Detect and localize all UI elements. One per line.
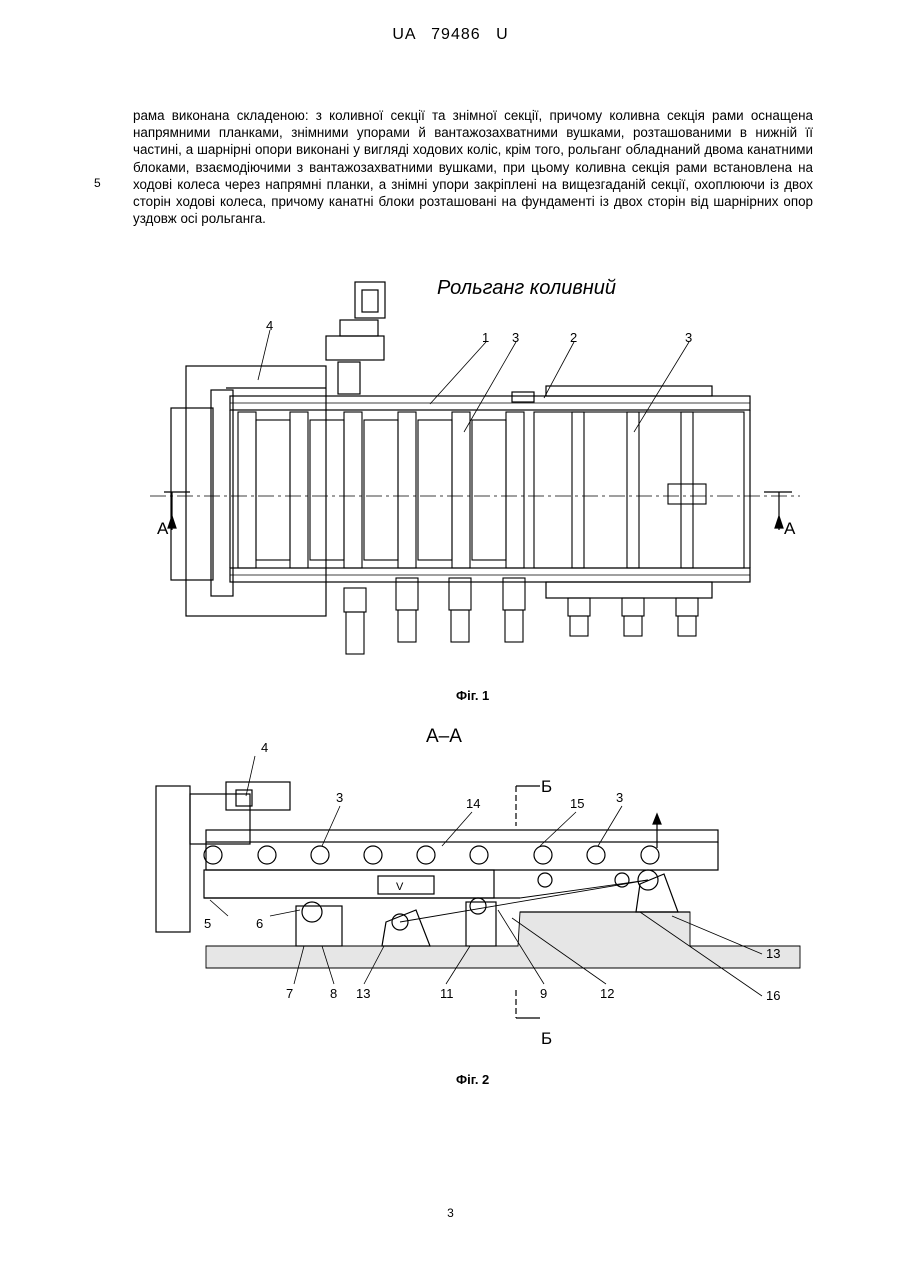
fig2-label-6: 6 <box>256 916 263 931</box>
fig2-label-9: 9 <box>540 986 547 1001</box>
fig2-label-12: 12 <box>600 986 614 1001</box>
fig2-label-11: 11 <box>440 986 454 1001</box>
section-mark-b-top: Б <box>541 777 552 796</box>
fig2-label-15: 15 <box>570 796 584 811</box>
fig2-arrow-v: V <box>396 881 404 893</box>
fig2-label-5: 5 <box>204 916 211 931</box>
fig2-label-13a: 13 <box>356 986 370 1001</box>
fig2-label-16: 16 <box>766 988 780 1003</box>
fig2-label-7: 7 <box>286 986 293 1001</box>
fig2-label-14: 14 <box>466 796 480 811</box>
fig2-label-8: 8 <box>330 986 337 1001</box>
figure-2-caption: Фіг. 2 <box>456 1072 489 1087</box>
fig2-label-3b: 3 <box>616 790 623 805</box>
fig2-label-4: 4 <box>261 740 268 755</box>
section-mark-b-bottom: Б <box>541 1029 552 1048</box>
figure-2-title: A–A <box>426 726 462 747</box>
figure-2-drawing: A–A V <box>0 0 901 1100</box>
fig2-label-13b: 13 <box>766 946 780 961</box>
fig2-label-3a: 3 <box>336 790 343 805</box>
page-number: 3 <box>0 1206 901 1220</box>
